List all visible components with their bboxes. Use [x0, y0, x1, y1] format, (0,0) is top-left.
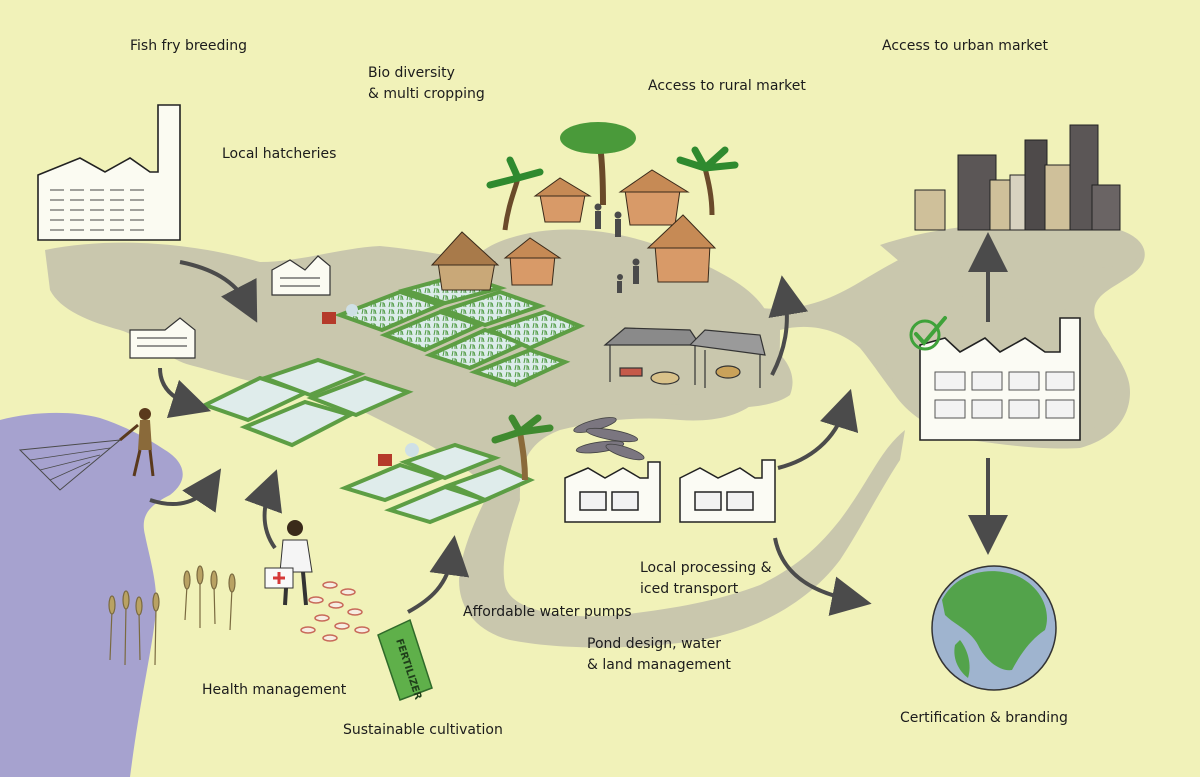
checkmark-icon [909, 316, 947, 351]
globe-icon [931, 565, 1057, 691]
label-access-rural-market: Access to rural market [648, 78, 806, 94]
label-health-management: Health management [202, 682, 347, 698]
villager-icon [594, 203, 640, 293]
label-certification-branding: Certification & branding [900, 710, 1068, 726]
processing-factory-icon [564, 459, 776, 523]
fish-pile-icon [573, 417, 645, 461]
label-fish-fry-breeding: Fish fry breeding [130, 38, 248, 54]
pond-icon [339, 442, 535, 525]
factory-hatchery-icon [37, 104, 181, 241]
market-stall-icon [603, 327, 766, 388]
flow-arrow-icon [149, 232, 1008, 616]
pond-icon [199, 357, 414, 448]
water-body [0, 412, 183, 777]
small-hatchery-icon [129, 255, 331, 359]
wheat-icon [108, 565, 236, 666]
label-affordable-water-pumps: Affordable water pumps [463, 604, 632, 620]
label-bio-diversity: Bio diversity & multi cropping [368, 65, 485, 102]
label-local-hatcheries: Local hatcheries [222, 146, 337, 162]
label-local-processing: Local processing & iced transport [640, 560, 772, 597]
certified-factory-icon [919, 317, 1081, 441]
palm-tree-icon [486, 122, 739, 481]
vet-with-medkit-icon [264, 520, 313, 606]
city-skyline-icon [914, 124, 1121, 231]
hut-icon [430, 169, 717, 291]
label-access-urban-market: Access to urban market [882, 38, 1048, 54]
label-sustainable-cultivation: Sustainable cultivation [343, 722, 503, 738]
fisherman-icon [18, 408, 155, 491]
fertilizer-bag-icon: FERTILIZER [377, 618, 433, 701]
pills-icon [300, 581, 370, 642]
water-pump-icon [322, 304, 419, 466]
label-pond-design: Pond design, water & land management [587, 636, 731, 673]
rice-paddy-icon [334, 272, 586, 388]
